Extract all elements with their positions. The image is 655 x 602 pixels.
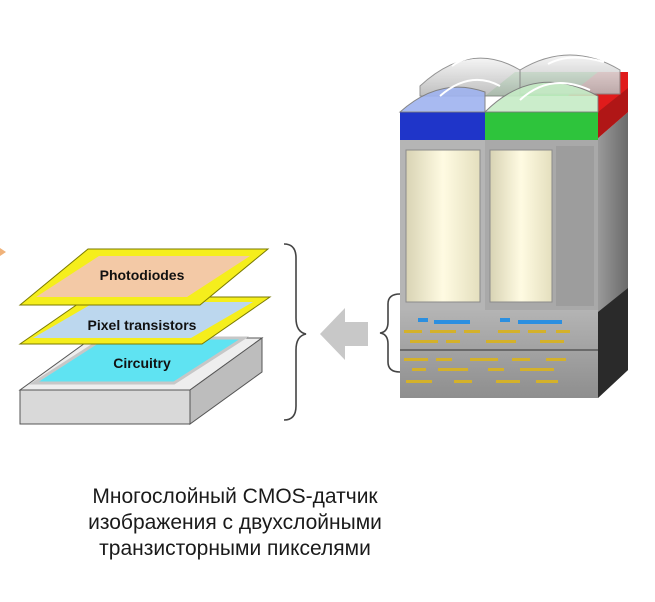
pixel-transistors-layer: Pixel transistors <box>18 296 272 345</box>
caption-line-1: Многослойный CMOS-датчик <box>92 485 378 508</box>
left-arrow <box>320 308 368 360</box>
photodiodes-label: Photodiodes <box>100 267 185 283</box>
photodiode-column-right <box>485 140 598 310</box>
photodiode-column-left <box>400 140 485 310</box>
pixel-sensor-3d <box>398 54 628 398</box>
photodiodes-layer: Photodiodes <box>18 248 270 306</box>
microlenses <box>398 54 621 113</box>
edge-fragment <box>0 248 6 256</box>
caption-line-2: изображения с двухслойными <box>88 511 382 534</box>
sensor-brace <box>379 293 401 373</box>
diagram-caption: Многослойный CMOS-датчик изображения с д… <box>0 484 470 562</box>
layer-stack: Circuitry Pixel transistors Photodiodes <box>18 248 272 425</box>
stack-brace <box>283 243 307 421</box>
circuitry-layer: Circuitry <box>28 336 250 385</box>
sensor-circuitry-block <box>400 310 598 398</box>
circuitry-label: Circuitry <box>113 355 171 371</box>
wiring-pattern <box>404 330 570 383</box>
caption-line-3: транзисторными пикселями <box>99 537 371 560</box>
pixel-transistors-label: Pixel transistors <box>88 317 197 333</box>
